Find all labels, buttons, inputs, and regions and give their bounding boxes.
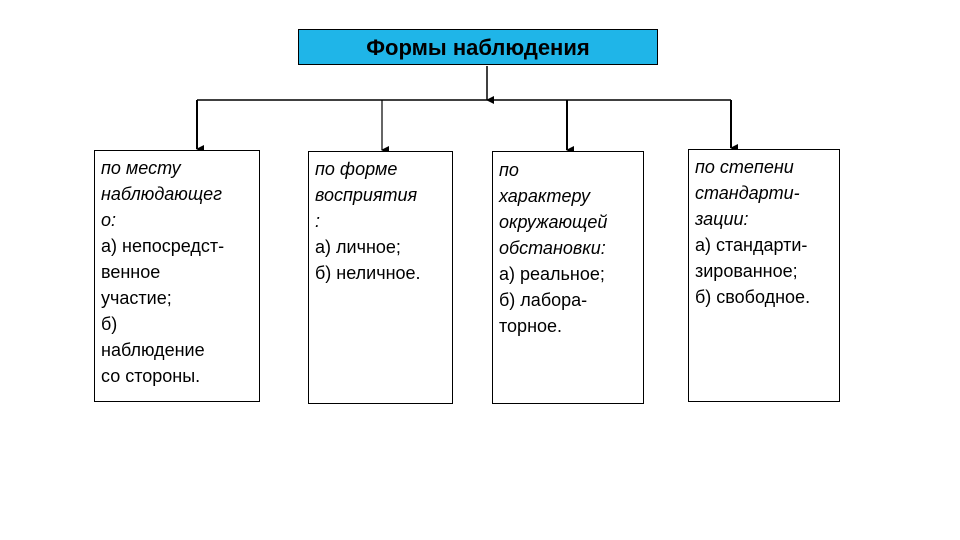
item-line: наблюдение [101, 340, 205, 360]
category-heading: по месту наблюдающег о: [101, 155, 253, 233]
item-line: а) непосредст- [101, 236, 225, 256]
heading-line: характеру [499, 186, 590, 206]
item-line: б) неличное. [315, 263, 421, 283]
item-line: зированное; [695, 261, 798, 281]
category-box-place: по месту наблюдающег о: а) непосредст-венн… [94, 150, 260, 402]
item-line: а) личное; [315, 237, 401, 257]
category-box-environment: по характеру окружающей обстановки: а) реал… [492, 151, 644, 404]
heading-line: стандарти- [695, 183, 800, 203]
heading-line: по форме [315, 159, 398, 179]
heading-line: по степени [695, 157, 794, 177]
heading-line: обстановки: [499, 238, 606, 258]
category-heading: по форме восприятия: [315, 156, 446, 234]
item-line: участие; [101, 288, 172, 308]
category-box-standardization: по степени стандарти-зации: а) стандарти-… [688, 149, 840, 402]
item-line: венное [101, 262, 161, 282]
title-text: Формы наблюдения [366, 35, 590, 60]
category-heading: по степени стандарти-зации: [695, 154, 837, 232]
heading-line: по [499, 160, 519, 180]
category-items: а) непосредст-венное участие; б) наблюдение… [101, 233, 253, 389]
category-items: а) реальное; б) лабора-торное. [499, 261, 637, 339]
category-heading: по характеру окружающей обстановки: [499, 157, 637, 261]
item-line: торное. [499, 316, 563, 336]
category-items: а) стандарти-зированное; б) свободное. [695, 232, 837, 310]
heading-line: : [315, 211, 321, 231]
heading-line: окружающей [499, 212, 608, 232]
heading-line: наблюдающег [101, 184, 223, 204]
heading-line: зации: [695, 209, 749, 229]
title-box: Формы наблюдения [298, 29, 658, 65]
heading-line: о: [101, 210, 117, 230]
heading-line: восприятия [315, 185, 418, 205]
item-line: б) лабора- [499, 290, 588, 310]
heading-line: по месту [101, 158, 181, 178]
item-line: а) стандарти- [695, 235, 808, 255]
category-items: а) личное; б) неличное. [315, 234, 446, 286]
item-line: б) [101, 314, 118, 334]
item-line: а) реальное; [499, 264, 605, 284]
item-line: со стороны. [101, 366, 201, 386]
category-box-perception: по форме восприятия: а) личное; б) нелично… [308, 151, 453, 404]
item-line: б) свободное. [695, 287, 811, 307]
